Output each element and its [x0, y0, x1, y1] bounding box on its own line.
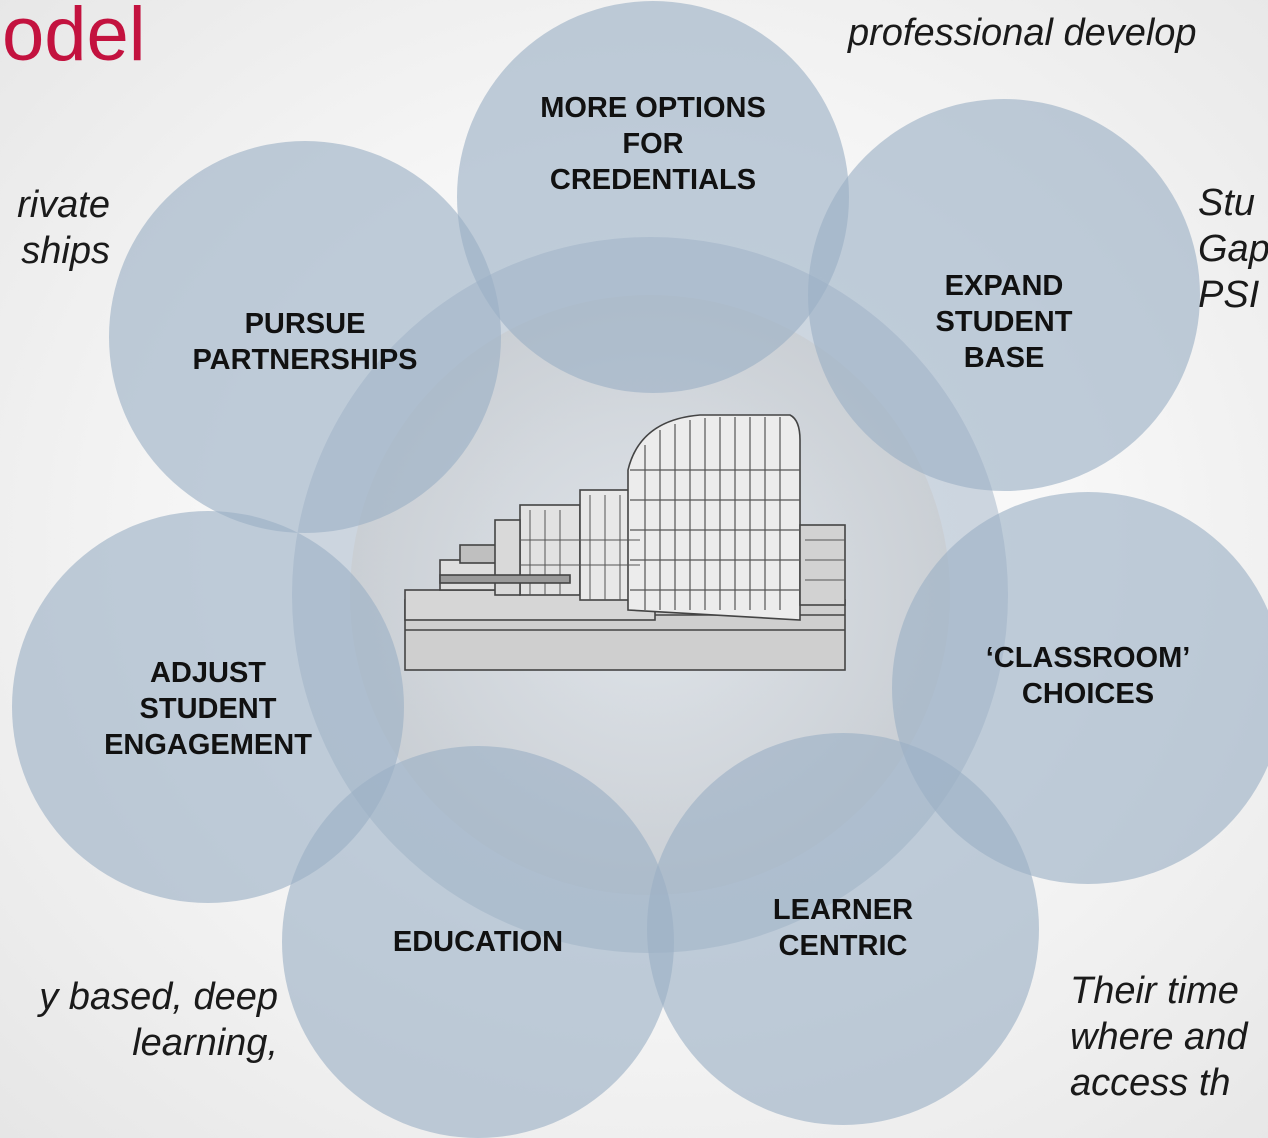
label-line: FOR — [622, 128, 684, 160]
label-classroom: ‘CLASSROOM’ CHOICES — [986, 640, 1191, 712]
label-line: STUDENT — [139, 693, 277, 725]
note-line: learning, — [132, 1022, 278, 1064]
label-line: ENGAGEMENT — [104, 729, 312, 761]
note-left-upper: rivate ships — [17, 182, 110, 274]
note-line: Gap — [1198, 228, 1268, 270]
note-line: ships — [21, 230, 110, 272]
note-left-lower: y based, deep learning, — [39, 974, 278, 1066]
circle-learner — [647, 733, 1039, 1125]
label-learner: LEARNER CENTRIC — [773, 892, 913, 964]
label-line: MORE OPTIONS — [540, 92, 766, 124]
label-line: EXPAND — [944, 270, 1064, 302]
note-line: Stu — [1198, 182, 1256, 224]
label-line: PARTNERSHIPS — [192, 344, 418, 376]
label-partnerships: PURSUE PARTNERSHIPS — [192, 306, 417, 378]
circle-credentials — [457, 1, 849, 393]
circle-engagement — [12, 511, 404, 903]
circle-classroom — [892, 492, 1268, 884]
note-right-lower: Their time where and access th — [1070, 968, 1247, 1106]
label-line: BASE — [963, 342, 1045, 374]
label-line: LEARNER — [772, 894, 914, 926]
note-right-upper: Stu Gap PSI — [1198, 180, 1268, 318]
label-student-base: EXPAND STUDENT BASE — [936, 268, 1073, 376]
circle-education — [282, 746, 674, 1138]
label-line: ‘CLASSROOM’ — [985, 642, 1191, 674]
label-line: CHOICES — [1021, 678, 1155, 710]
label-line: CENTRIC — [778, 930, 908, 962]
note-line: professional develop — [848, 12, 1197, 54]
circle-partnerships — [109, 141, 501, 533]
label-line: EDUCATION — [392, 926, 564, 958]
label-credentials: MORE OPTIONS FOR CREDENTIALS — [540, 90, 766, 198]
note-top-right: professional develop — [848, 10, 1197, 56]
note-line: rivate — [17, 184, 110, 226]
circle-student-base — [808, 99, 1200, 491]
note-line: y based, deep — [39, 976, 278, 1018]
note-line: Their time — [1070, 970, 1239, 1012]
label-line: PURSUE — [244, 308, 366, 340]
label-line: ADJUST — [149, 657, 266, 689]
note-line: where and — [1070, 1016, 1248, 1058]
note-line: access th — [1070, 1062, 1231, 1104]
page-title: odel — [2, 0, 146, 77]
label-line: CREDENTIALS — [549, 164, 757, 196]
note-line: PSI — [1198, 274, 1260, 316]
label-education: EDUCATION — [393, 924, 563, 960]
label-engagement: ADJUST STUDENT ENGAGEMENT — [104, 655, 312, 763]
label-line: STUDENT — [935, 306, 1073, 338]
building-illustration — [404, 414, 846, 671]
